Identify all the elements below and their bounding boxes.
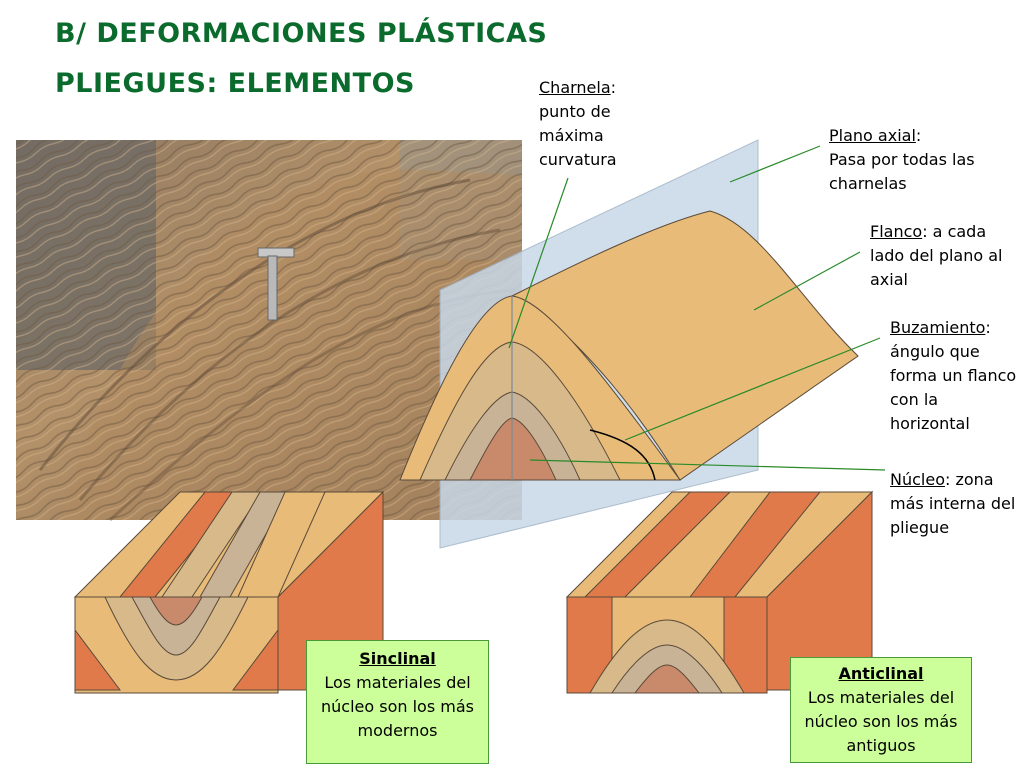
- label-charnela-term: Charnela: [539, 78, 611, 97]
- anticlinal-desc: Los materiales del núcleo son los más an…: [804, 688, 958, 755]
- sinclinal-desc: Los materiales del núcleo son los más mo…: [321, 673, 474, 740]
- label-flanco: Flanco: a cada lado del plano al axial: [870, 222, 1003, 289]
- label-buzamiento-desc: ángulo que forma un flanco con la horizo…: [890, 342, 1017, 433]
- sinclinal-title: Sinclinal: [359, 649, 436, 668]
- label-charnela: Charnela: punto de máxima curvatura: [539, 76, 649, 172]
- slide-title: B/ DEFORMACIONES PLÁSTICAS: [55, 18, 548, 49]
- anticlinal-title: Anticlinal: [838, 664, 924, 683]
- label-plano-axial-desc: Pasa por todas las charnelas: [829, 150, 975, 193]
- syncline-block: [73, 490, 385, 694]
- label-flanco-desc: a cada lado del plano al axial: [870, 222, 1003, 289]
- label-buzamiento: Buzamiento: ángulo que forma un flanco c…: [890, 316, 1020, 436]
- label-flanco-term: Flanco: [870, 222, 923, 241]
- label-nucleo-desc: zona más interna del pliegue: [890, 470, 1016, 537]
- anticline-block: [565, 490, 874, 694]
- anticlinal-caption-box: Anticlinal Los materiales del núcleo son…: [790, 657, 972, 763]
- label-nucleo: Núcleo: zona más interna del pliegue: [890, 470, 1016, 537]
- sinclinal-caption-box: Sinclinal Los materiales del núcleo son …: [306, 640, 489, 764]
- label-plano-axial-term: Plano axial: [829, 126, 916, 145]
- slide-subtitle: PLIEGUES: ELEMENTOS: [55, 68, 415, 99]
- label-plano-axial: Plano axial: Pasa por todas las charnela…: [829, 124, 999, 196]
- label-charnela-desc: punto de máxima curvatura: [539, 102, 617, 169]
- label-buzamiento-term: Buzamiento: [890, 318, 986, 337]
- label-nucleo-term: Núcleo: [890, 470, 945, 489]
- hammer-icon: [257, 247, 295, 321]
- leader-lines: [508, 145, 886, 471]
